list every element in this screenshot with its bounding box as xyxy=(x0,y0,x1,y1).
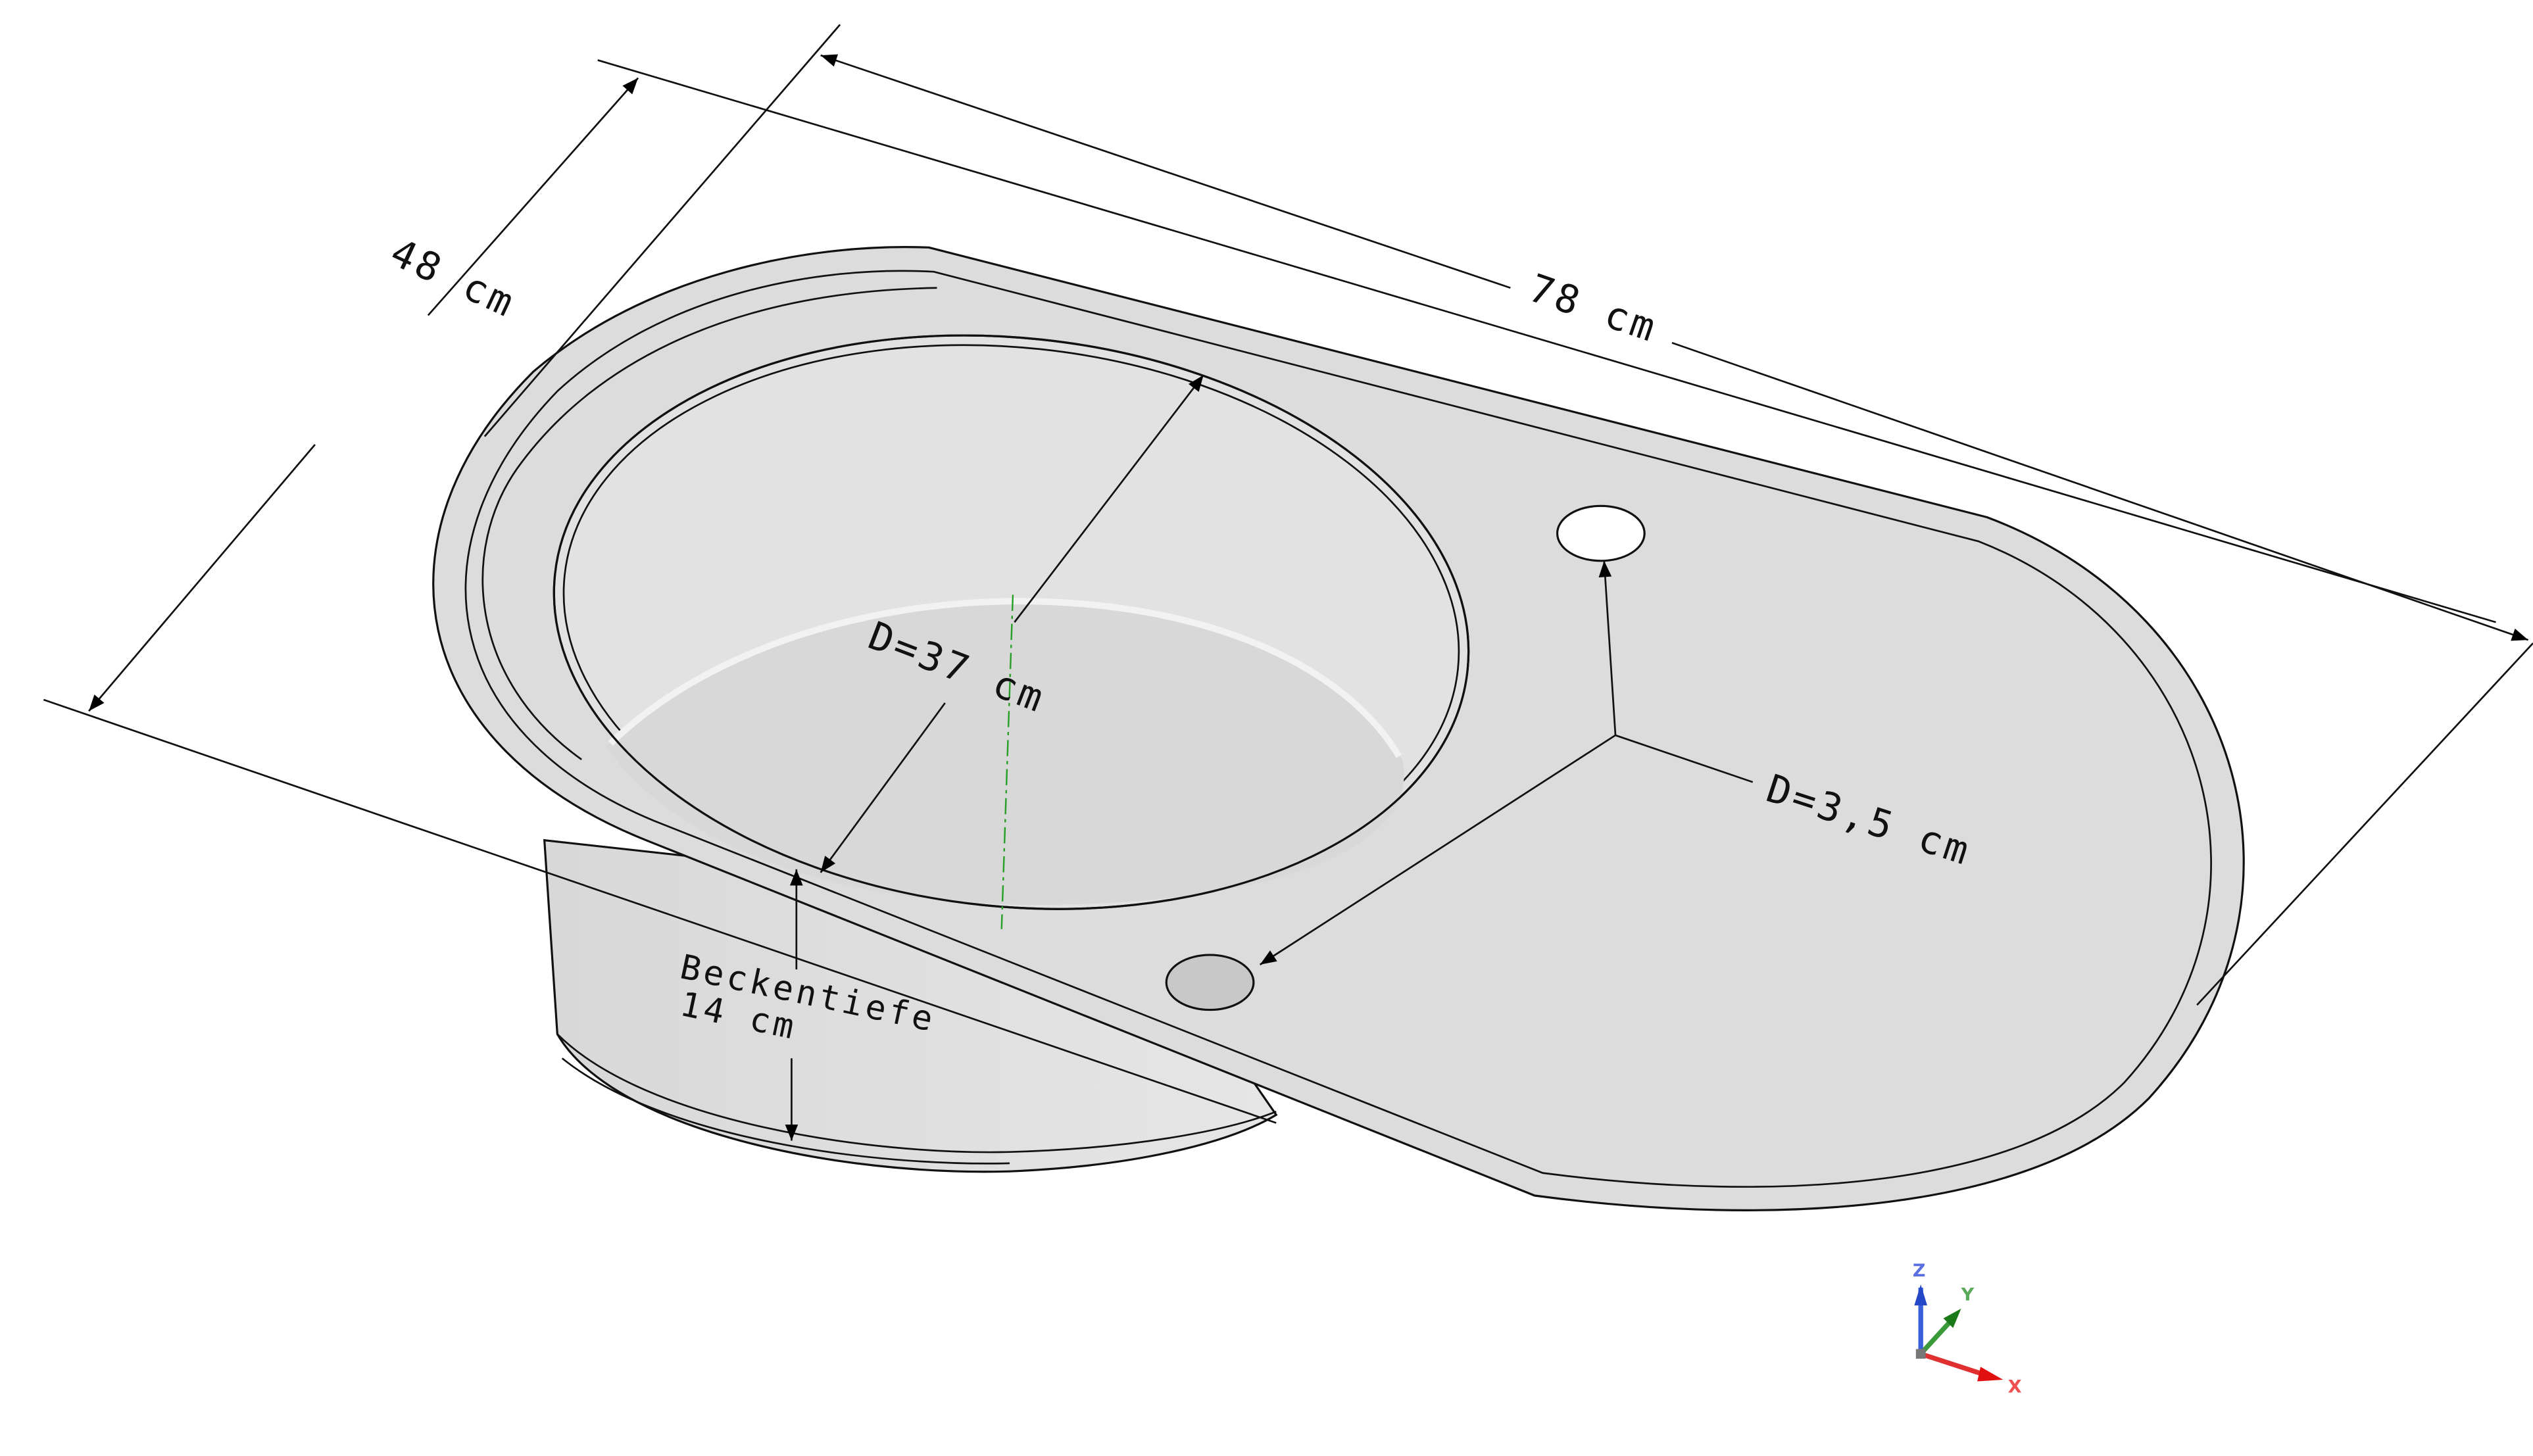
sink-bowl xyxy=(553,334,1470,910)
x-axis-label: X xyxy=(2008,1377,2022,1397)
extension-lines xyxy=(43,24,2533,1124)
y-axis-label: Y xyxy=(1961,1285,1975,1305)
dimension-depth-label: 48 cm xyxy=(384,230,524,327)
x-axis-icon xyxy=(1920,1351,1991,1379)
tap-hole xyxy=(1556,504,1646,562)
dimension-width-label: 78 cm xyxy=(1523,265,1663,351)
z-axis-label: Z xyxy=(1913,1261,1926,1281)
axis-triad[interactable]: Z Y X xyxy=(1913,1261,2022,1397)
drain-overflow-hole xyxy=(1165,954,1255,1011)
center-line xyxy=(1000,595,1014,929)
bowl-floor xyxy=(605,601,1404,905)
